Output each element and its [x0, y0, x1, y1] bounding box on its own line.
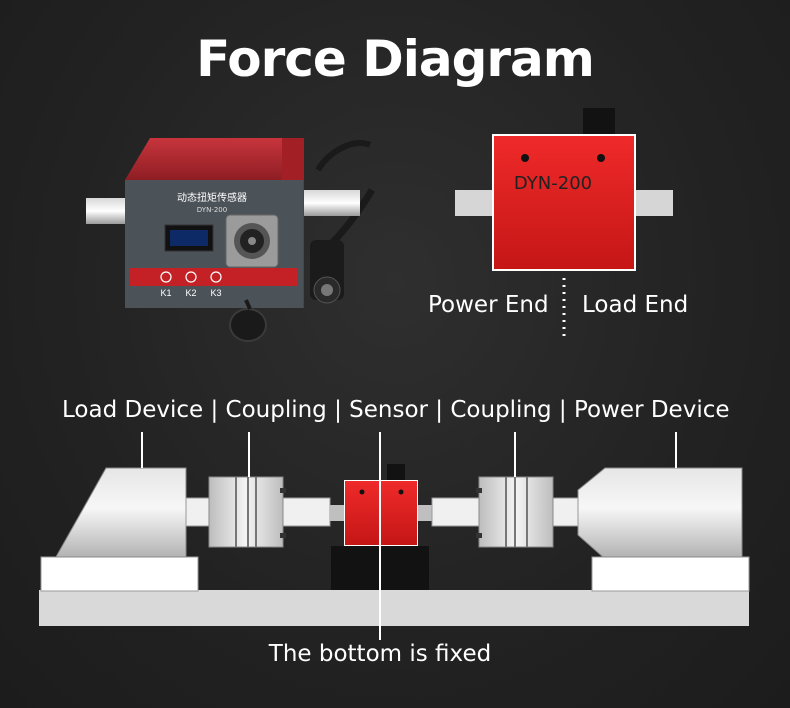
leader-lines [141, 432, 677, 640]
left-coupling [208, 476, 286, 548]
product-photo: 动态扭矩传感器 DYN-200 K1 K2 K3 [86, 138, 376, 342]
schematic-model-text: DYN-200 [514, 173, 592, 194]
right-shaft [300, 190, 360, 216]
schematic-right-shaft [636, 190, 673, 216]
page-title: Force Diagram [196, 30, 595, 88]
key-k3: K3 [210, 288, 221, 298]
right-coupling [476, 476, 554, 548]
bottom-fixed-label: The bottom is fixed [268, 641, 492, 667]
load-end-label: Load End [582, 292, 689, 318]
panel-text: 动态扭矩传感器 [177, 191, 247, 204]
power-end-label: Power End [428, 292, 549, 318]
left-shaft [86, 198, 130, 224]
schematic-left-shaft [455, 190, 492, 216]
key-icons [160, 271, 222, 283]
component-chain-label: Load Device | Coupling | Sensor | Coupli… [62, 397, 730, 423]
power-device [577, 467, 743, 558]
display-screen [170, 230, 208, 246]
load-device [55, 467, 187, 558]
sensor-schematic: DYN-200 [455, 108, 673, 338]
left-foot [40, 556, 199, 592]
schematic-sensor-body [494, 136, 634, 269]
panel-model: DYN-200 [197, 206, 227, 214]
key-k1: K1 [160, 288, 171, 298]
key-k2: K2 [185, 288, 196, 298]
test-bench [39, 432, 750, 640]
base-rail [39, 590, 749, 626]
right-foot [591, 556, 750, 592]
